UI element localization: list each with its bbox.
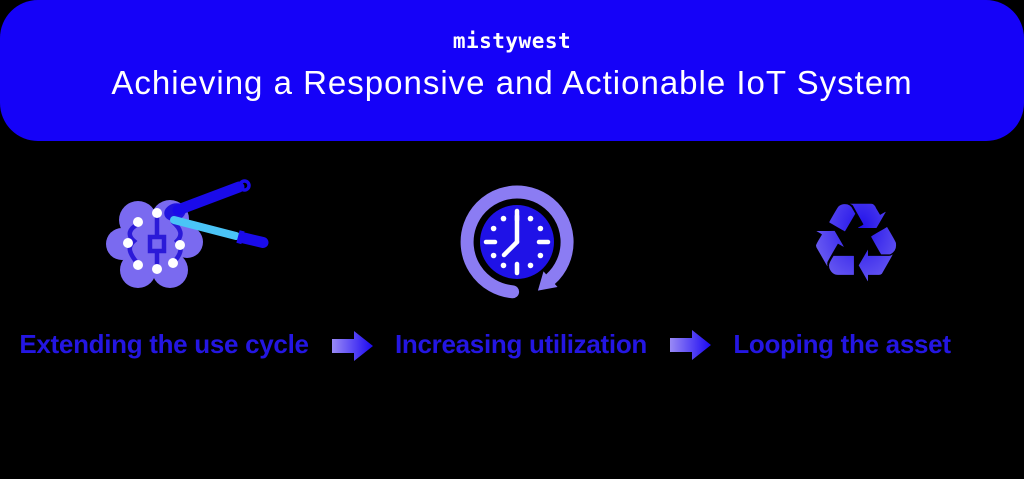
clock-refresh-svg — [460, 185, 574, 299]
step-label-looping: Looping the asset — [733, 329, 951, 359]
step-label-increasing: Increasing utilization — [395, 329, 647, 359]
circuit-brain-tools-icon — [100, 178, 270, 303]
recycle-glyph: ♻ — [807, 186, 906, 292]
step-label-extending: Extending the use cycle — [19, 329, 309, 359]
recycle-svg: ♻ — [807, 179, 906, 307]
page-title: Achieving a Responsive and Actionable Io… — [111, 64, 913, 101]
recycle-icon: ♻ — [800, 179, 912, 307]
circuit-brain-tools-svg — [106, 179, 269, 288]
header-banner: mistywest Achieving a Responsive and Act… — [0, 0, 1024, 141]
brand-logo: mistywest — [452, 29, 572, 53]
clock-refresh-icon — [459, 184, 575, 300]
right-arrow-icon — [332, 330, 374, 362]
right-arrow-icon — [670, 329, 712, 361]
